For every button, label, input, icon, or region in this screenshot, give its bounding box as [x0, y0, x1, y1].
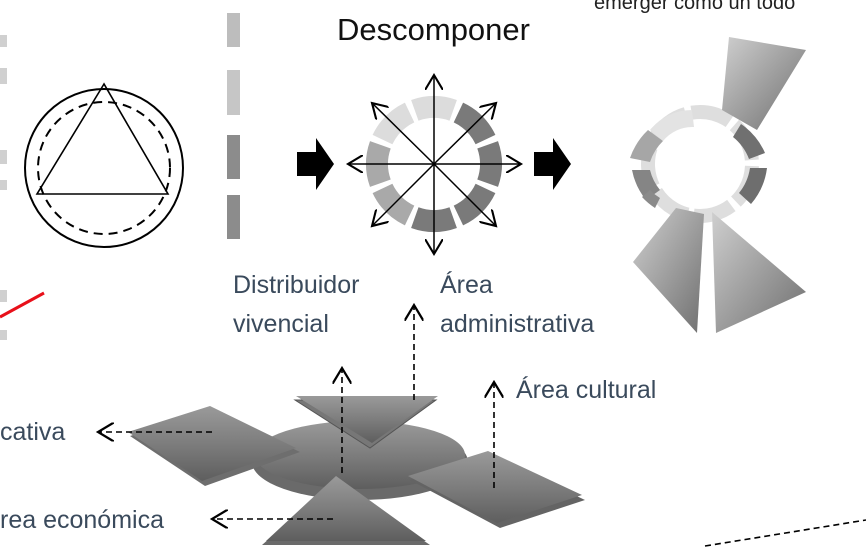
economica-label: rea económica: [0, 506, 164, 534]
distribuidor-label-line1: Distribuidor: [233, 271, 360, 299]
descomponer-title: Descomponer: [337, 12, 530, 47]
dashed-connectors: [98, 305, 866, 547]
left-edge-decoration: [0, 35, 7, 340]
distribuidor-label-line2: vivencial: [233, 310, 329, 338]
circle-triangle-figure: [24, 82, 184, 248]
admin-label-line1: Área: [440, 271, 493, 299]
block-arrow-2: [534, 138, 571, 190]
vertical-separator-bar: [227, 13, 240, 239]
top-cut-label: emerger como un todo: [594, 0, 796, 14]
exploded-ring: [630, 37, 806, 333]
block-arrow-1: [297, 138, 334, 190]
admin-label-line2: administrativa: [440, 310, 595, 338]
red-connector-line: [0, 291, 45, 319]
radiating-arrows: [348, 75, 521, 254]
educativa-label: cativa: [0, 418, 66, 446]
cross-shape-3d: [128, 396, 585, 545]
cultural-label: Área cultural: [516, 376, 657, 404]
